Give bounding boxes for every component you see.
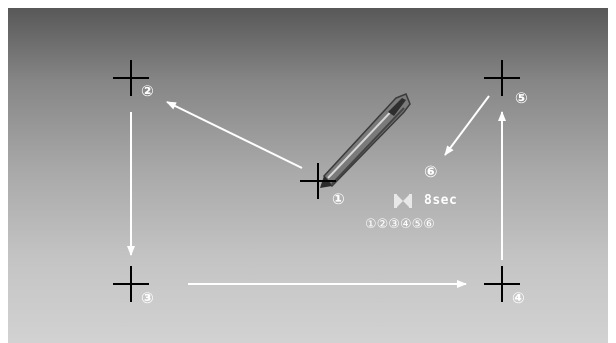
current-point-indicator: ⑥ [424, 164, 438, 180]
arrow-1-to-2 [167, 102, 302, 168]
point-2-label: ② [141, 84, 154, 99]
timer-countdown: 8sec [424, 193, 457, 208]
point-3-label: ③ [141, 291, 154, 306]
arrow-5-to-6 [445, 96, 489, 155]
point-sequence: ①②③④⑤⑥ [365, 218, 435, 232]
timer-row: 8sec [394, 191, 457, 209]
point-1-label: ① [332, 192, 345, 207]
hourglass-icon [394, 193, 412, 207]
crosshair-point-1[interactable] [300, 163, 336, 199]
calibration-info-panel: ⑥ 8sec ①②③④⑤⑥ [388, 160, 488, 244]
point-5-label: ⑤ [515, 91, 528, 106]
calibration-screen: ① ② ③ ④ ⑤ ⑥ 8sec ①②③④⑤⑥ [8, 8, 608, 343]
point-4-label: ④ [512, 291, 525, 306]
